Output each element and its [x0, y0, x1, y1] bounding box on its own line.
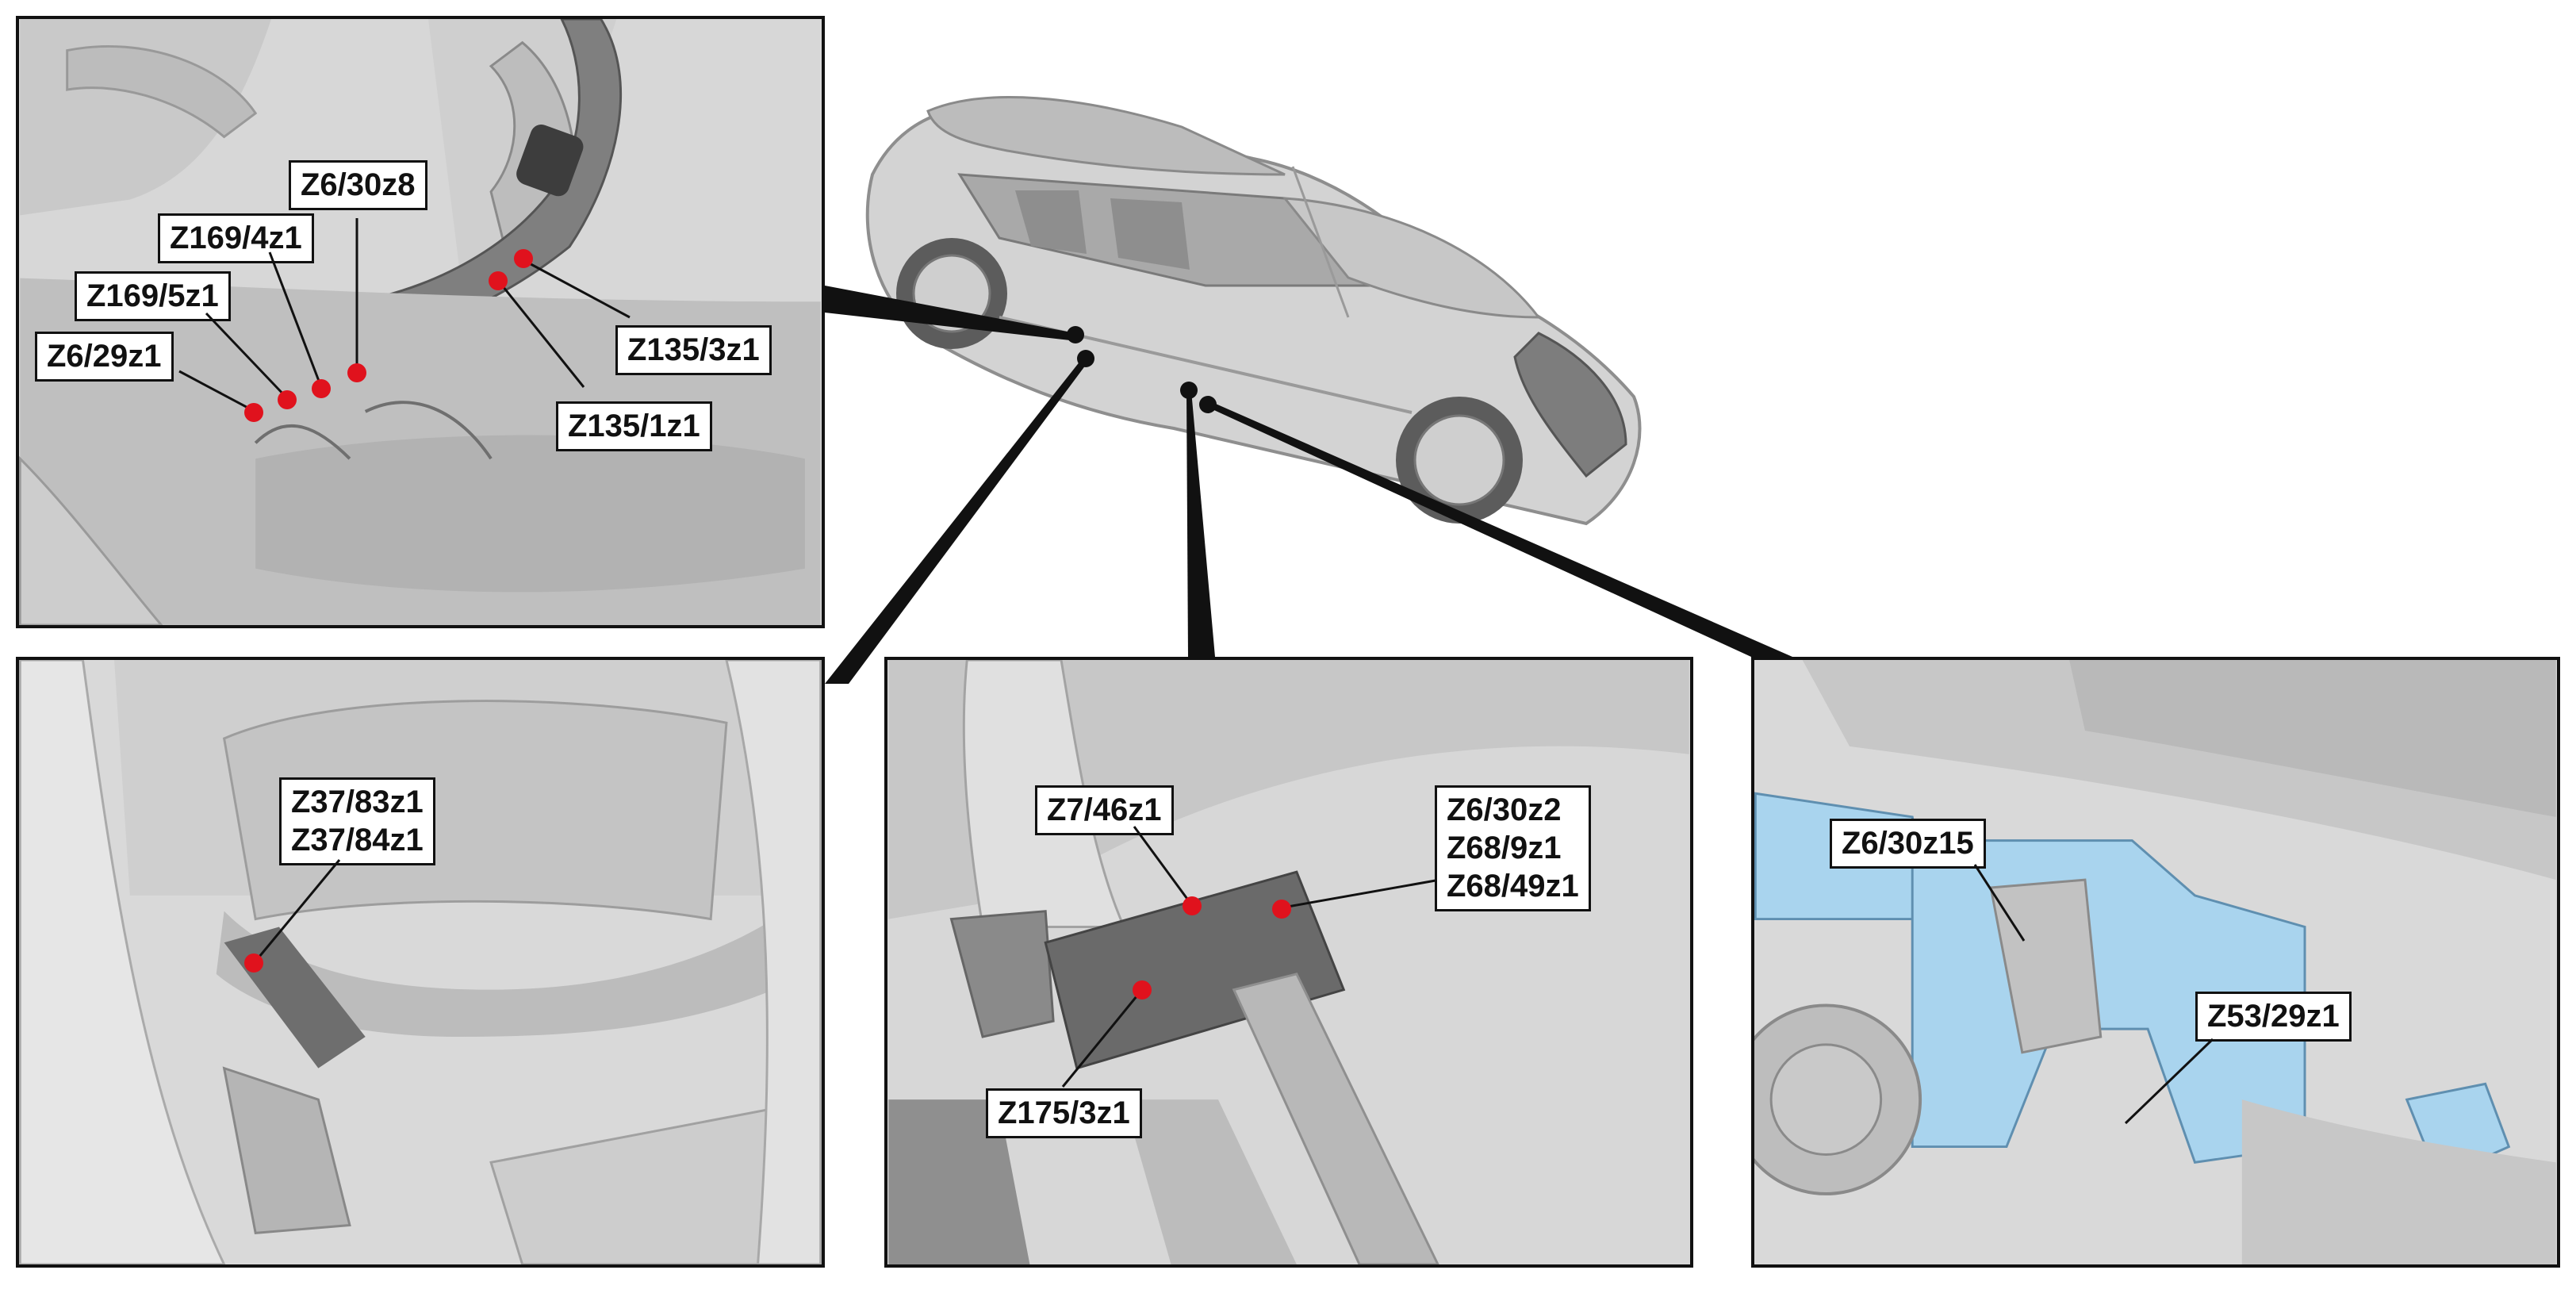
label-z169-5z1: Z169/5z1 — [75, 271, 231, 321]
sill-illustration — [888, 660, 1689, 1264]
detail-panel-seat-rail: Z37/83z1 Z37/84z1 — [16, 657, 825, 1268]
trunk-illustration — [1754, 660, 2556, 1264]
label-z7-46z1: Z7/46z1 — [1035, 785, 1174, 835]
label-z6-30z8: Z6/30z8 — [289, 160, 427, 210]
rear-pillar-illustration — [19, 19, 821, 625]
label-z53-29z1: Z53/29z1 — [2195, 992, 2352, 1042]
label-z6-29z1: Z6/29z1 — [35, 332, 174, 382]
detail-panel-sill: Z7/46z1 Z6/30z2 Z68/9z1 Z68/49z1 Z175/3z… — [884, 657, 1693, 1268]
seat-rail-illustration — [19, 660, 822, 1264]
vehicle-overview — [865, 96, 1642, 526]
label-z169-4z1: Z169/4z1 — [158, 213, 314, 263]
label-z175-3z1: Z175/3z1 — [986, 1088, 1142, 1138]
detail-panel-rear-pillar: Z6/30z8 Z169/4z1 Z169/5z1 Z6/29z1 Z135/3… — [16, 16, 825, 628]
label-group-z6-30z2: Z6/30z2 Z68/9z1 Z68/49z1 — [1435, 785, 1591, 911]
label-z6-30z15: Z6/30z15 — [1830, 819, 1986, 869]
label-z135-3z1: Z135/3z1 — [615, 325, 772, 375]
label-z135-1z1: Z135/1z1 — [556, 401, 712, 451]
detail-panel-trunk: Z6/30z15 Z53/29z1 — [1751, 657, 2560, 1268]
label-z37-83z1-z37-84z1: Z37/83z1 Z37/84z1 — [279, 777, 435, 865]
